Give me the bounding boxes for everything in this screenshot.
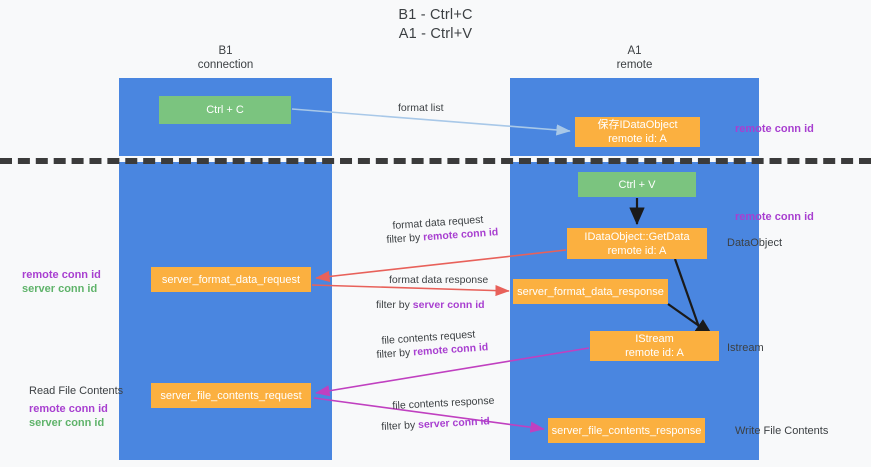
side-label-conn-ids-middle: remote conn id server conn id <box>22 268 101 296</box>
side-label-remote-conn-id-top: remote conn id <box>735 122 814 136</box>
side-label-read-file-contents-group: Read File Contents remote conn id server… <box>29 384 123 430</box>
side-label-read-file-contents: Read File Contents <box>29 385 124 397</box>
node-ctrl-c-label: Ctrl + C <box>206 104 244 116</box>
node-getdata-line1: IDataObject::GetData <box>584 230 690 243</box>
edge-label-format-data-response-text: format data response <box>389 274 489 286</box>
node-ctrl-v-label: Ctrl + V <box>618 178 656 191</box>
edge-label-file-contents-response-filter: filter by server conn id <box>381 414 490 434</box>
node-save-idataobject[interactable]: 保存IDataObject remote id: A <box>575 117 700 147</box>
node-istream[interactable]: IStream remote id: A <box>590 331 719 361</box>
node-save-idataobject-line1: 保存IDataObject <box>597 119 678 131</box>
filter-key-remote-conn-id: remote conn id <box>422 226 499 244</box>
column-a1-role: remote <box>616 59 653 71</box>
filter-key-remote-conn-id: remote conn id <box>412 341 489 359</box>
edge-label-format-data-response: format data response <box>389 273 488 287</box>
side-label-remote-conn-id-left: remote conn id <box>22 269 101 281</box>
side-label-write-file-contents-text: Write File Contents <box>735 425 829 437</box>
side-label-write-file-contents: Write File Contents <box>735 424 828 438</box>
node-ctrl-c[interactable]: Ctrl + C <box>159 96 291 124</box>
filter-key-server-conn-id: server conn id <box>412 299 485 311</box>
side-label-istream-text: Istream <box>727 342 764 354</box>
column-b1-name: B1 <box>218 45 233 57</box>
phase-divider <box>0 158 871 164</box>
side-label-dataobject: DataObject <box>727 236 782 250</box>
side-label-dataobject-text: DataObject <box>727 237 783 249</box>
side-label-server-conn-id-left-2: server conn id <box>29 417 105 429</box>
side-label-remote-conn-id-left-2: remote conn id <box>29 403 108 415</box>
edge-label-file-contents-response-text: file contents response <box>392 394 495 412</box>
node-idataobject-getdata[interactable]: IDataObject::GetData remote id: A <box>567 228 707 259</box>
lane-b1-lower <box>119 162 332 460</box>
side-label-remote-conn-id-top-text: remote conn id <box>735 123 814 135</box>
node-ctrl-v[interactable]: Ctrl + V <box>578 172 696 197</box>
node-server-file-contents-request-label: server_file_contents_request <box>160 389 302 402</box>
node-server-file-contents-response-label: server_file_contents_response <box>551 424 702 437</box>
node-server-file-contents-request[interactable]: server_file_contents_request <box>151 383 311 408</box>
node-server-format-data-response[interactable]: server_format_data_response <box>513 279 668 304</box>
diagram-title: B1 - Ctrl+C A1 - Ctrl+V <box>0 6 871 44</box>
filter-prefix: filter by <box>376 346 414 361</box>
edge-label-format-list-text: format list <box>398 102 444 114</box>
edge-label-format-list: format list <box>398 101 444 115</box>
title-line-1: B1 - Ctrl+C <box>398 7 473 23</box>
title-line-2: A1 - Ctrl+V <box>398 26 473 42</box>
node-server-format-data-request-label: server_format_data_request <box>161 273 301 286</box>
side-label-remote-conn-id-mid-text: remote conn id <box>735 211 814 223</box>
filter-prefix: filter by <box>381 419 419 433</box>
column-caption-b1: B1 connection <box>119 44 332 72</box>
column-caption-a1: A1 remote <box>510 44 759 72</box>
node-server-file-contents-response[interactable]: server_file_contents_response <box>548 418 705 443</box>
side-label-remote-conn-id-mid: remote conn id <box>735 210 814 224</box>
node-save-idataobject-line2: remote id: A <box>608 133 667 145</box>
column-b1-role: connection <box>197 59 254 71</box>
edge-label-format-data-response-filter: filter by server conn id <box>376 298 485 312</box>
edge-label-file-contents-response: file contents response <box>392 394 495 413</box>
column-a1-name: A1 <box>627 45 642 57</box>
node-istream-line2: remote id: A <box>625 347 684 359</box>
node-server-format-data-request[interactable]: server_format_data_request <box>151 267 311 292</box>
side-label-istream: Istream <box>727 341 764 355</box>
filter-prefix: filter by <box>376 299 413 311</box>
node-istream-line1: IStream <box>635 333 674 345</box>
filter-prefix: filter by <box>386 231 424 246</box>
side-label-server-conn-id-left: server conn id <box>22 283 98 295</box>
lane-a1-lower <box>510 162 759 460</box>
node-server-format-data-response-label: server_format_data_response <box>517 285 664 298</box>
filter-key-server-conn-id: server conn id <box>417 415 491 432</box>
node-getdata-line2: remote id: A <box>607 244 667 257</box>
